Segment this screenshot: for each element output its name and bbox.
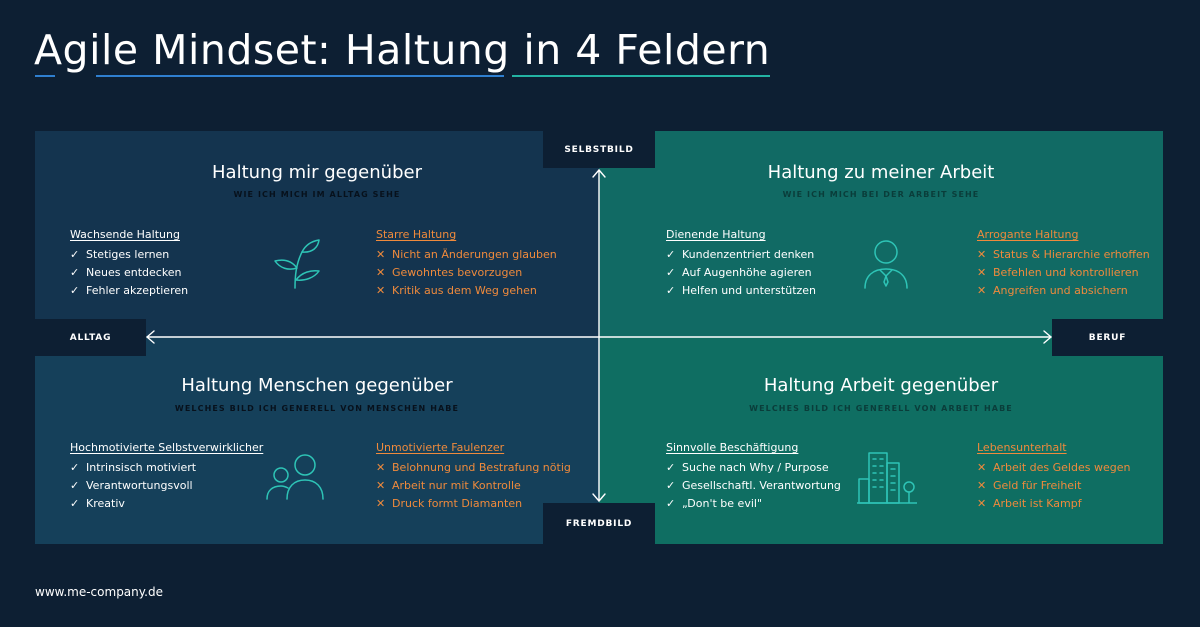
cross-icon: ✕ [977, 266, 987, 279]
check-icon: ✓ [70, 461, 80, 474]
list-item: ✓Kreativ [70, 495, 263, 513]
check-icon: ✓ [70, 284, 80, 297]
cross-icon: ✕ [376, 284, 386, 297]
positive-heading: Dienende Haltung [666, 228, 766, 241]
check-icon: ✓ [666, 479, 676, 492]
arrow-down-head [592, 493, 606, 502]
negative-heading: Starre Haltung [376, 228, 457, 241]
arrow-right-head [1043, 330, 1052, 344]
quadrant-subtitle: WELCHES BILD ICH GENERELL VON MENSCHEN H… [174, 404, 460, 413]
title-underline-teal [512, 75, 770, 77]
list-item: ✓Auf Augenhöhe agieren [666, 264, 816, 282]
negative-column: Starre Haltung ✕Nicht an Änderungen glau… [376, 228, 557, 300]
check-icon: ✓ [70, 266, 80, 279]
list-item: ✓Verantwortungsvoll [70, 477, 263, 495]
list-item: ✕Druck formt Diamanten [376, 495, 571, 513]
list-item: ✕Status & Hierarchie erhoffen [977, 246, 1150, 264]
list-item: ✕Belohnung und Bestrafung nötig [376, 459, 571, 477]
list-item: ✕Geld für Freiheit [977, 477, 1130, 495]
quadrant-title: Haltung Arbeit gegenüber [763, 375, 999, 396]
page-title: Agile Mindset: Haltung in 4 Feldern [34, 26, 771, 74]
negative-column: Arrogante Haltung ✕Status & Hierarchie e… [977, 228, 1150, 300]
city-buildings-icon [857, 452, 917, 504]
negative-column: Lebensunterhalt ✕Arbeit des Geldes wegen… [977, 441, 1130, 513]
check-icon: ✓ [70, 479, 80, 492]
businessman-icon [864, 240, 908, 289]
list-item: ✓„Don't be evil" [666, 495, 841, 513]
cross-icon: ✕ [977, 284, 987, 297]
cross-icon: ✕ [977, 479, 987, 492]
list-item: ✕Arbeit des Geldes wegen [977, 459, 1130, 477]
negative-column: Unmotivierte Faulenzer ✕Belohnung und Be… [376, 441, 571, 513]
axis-label-right: BERUF [1052, 319, 1163, 356]
negative-heading: Unmotivierte Faulenzer [376, 441, 505, 454]
negative-heading: Arrogante Haltung [977, 228, 1079, 241]
list-item: ✕Arbeit nur mit Kontrolle [376, 477, 571, 495]
quadrant-subtitle: WELCHES BILD ICH GENERELL VON ARBEIT HAB… [749, 404, 1013, 413]
list-item: ✕Kritik aus dem Weg gehen [376, 282, 557, 300]
list-item: ✓Neues entdecken [70, 264, 188, 282]
check-icon: ✓ [666, 284, 676, 297]
list-item: ✕Nicht an Änderungen glauben [376, 246, 557, 264]
cross-icon: ✕ [376, 479, 386, 492]
cross-icon: ✕ [376, 461, 386, 474]
quadrant-subtitle: WIE ICH MICH BEI DER ARBEIT SEHE [782, 190, 980, 199]
list-item: ✓Gesellschaftl. Verantwortung [666, 477, 841, 495]
quadrant-subtitle: WIE ICH MICH IM ALLTAG SEHE [233, 190, 401, 199]
title-underline-blue-2 [96, 75, 504, 77]
positive-heading: Hochmotivierte Selbstverwirklicher [70, 441, 264, 454]
positive-column: Sinnvolle Beschäftigung ✓Suche nach Why … [666, 441, 841, 513]
list-item: ✓Suche nach Why / Purpose [666, 459, 841, 477]
list-item: ✓Stetiges lernen [70, 246, 188, 264]
list-item: ✕Arbeit ist Kampf [977, 495, 1130, 513]
quadrant-bottom-right: Haltung Arbeit gegenüber WELCHES BILD IC… [599, 337, 1163, 544]
cross-icon: ✕ [376, 497, 386, 510]
check-icon: ✓ [70, 248, 80, 261]
quadrant-bottom-left: Haltung Menschen gegenüber WELCHES BILD … [35, 337, 599, 544]
cross-icon: ✕ [977, 497, 987, 510]
quadrant-title: Haltung zu meiner Arbeit [767, 162, 995, 183]
negative-heading: Lebensunterhalt [977, 441, 1067, 454]
title-underline-blue-1 [35, 75, 55, 77]
axis-label-left: ALLTAG [35, 319, 146, 356]
cross-icon: ✕ [977, 248, 987, 261]
list-item: ✕Befehlen und kontrollieren [977, 264, 1150, 282]
cross-icon: ✕ [977, 461, 987, 474]
axis-label-top: SELBSTBILD [543, 131, 655, 168]
list-item: ✓Intrinsisch motiviert [70, 459, 263, 477]
positive-column: Hochmotivierte Selbstverwirklicher ✓Intr… [70, 441, 263, 513]
arrow-up-head [592, 169, 606, 178]
positive-heading: Wachsende Haltung [70, 228, 180, 241]
list-item: ✓Fehler akzeptieren [70, 282, 188, 300]
positive-column: Wachsende Haltung ✓Stetiges lernen ✓Neue… [70, 228, 188, 300]
footer-url[interactable]: www.me-company.de [35, 585, 163, 599]
list-item: ✓Helfen und unterstützen [666, 282, 816, 300]
list-item: ✕Gewohntes bevorzugen [376, 264, 557, 282]
check-icon: ✓ [666, 497, 676, 510]
quadrant-top-right: Haltung zu meiner Arbeit WIE ICH MICH BE… [599, 131, 1163, 337]
people-icon [266, 454, 324, 500]
positive-column: Dienende Haltung ✓Kundenzentriert denken… [666, 228, 816, 300]
check-icon: ✓ [666, 461, 676, 474]
quadrant-top-left: Haltung mir gegenüber WIE ICH MICH IM AL… [35, 131, 599, 337]
cross-icon: ✕ [376, 248, 386, 261]
list-item: ✕Angreifen und absichern [977, 282, 1150, 300]
check-icon: ✓ [666, 248, 676, 261]
check-icon: ✓ [70, 497, 80, 510]
quadrant-title: Haltung mir gegenüber [212, 162, 422, 183]
arrow-left-head [146, 330, 155, 344]
positive-heading: Sinnvolle Beschäftigung [666, 441, 799, 454]
list-item: ✓Kundenzentriert denken [666, 246, 816, 264]
axis-label-bottom: FREMDBILD [543, 503, 655, 544]
cross-icon: ✕ [376, 266, 386, 279]
check-icon: ✓ [666, 266, 676, 279]
quadrant-title: Haltung Menschen gegenüber [181, 375, 453, 396]
plant-sprout-icon [274, 239, 320, 289]
